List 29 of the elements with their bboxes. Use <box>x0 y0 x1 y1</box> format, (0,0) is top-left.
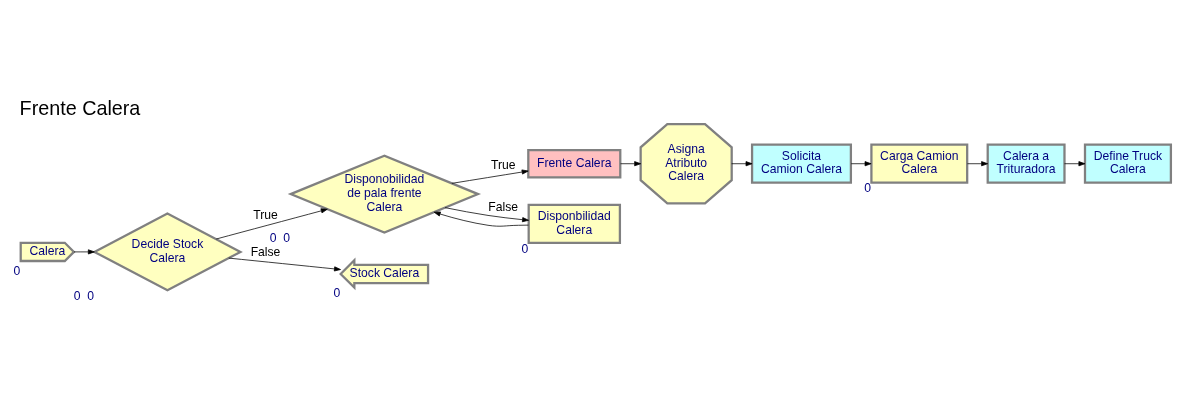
edge-label: False <box>488 200 519 215</box>
node-label: 0 <box>13 264 21 279</box>
node-label: 0 <box>864 181 871 196</box>
arrow <box>228 257 341 272</box>
arrow <box>433 211 529 227</box>
node-box: Carga Camion Calera <box>870 143 969 184</box>
node-label: 0 0 <box>73 289 94 304</box>
edge-label: True <box>490 157 516 172</box>
edge-label: True <box>253 208 278 223</box>
arrow <box>215 208 328 240</box>
arrow <box>444 207 529 223</box>
node-box: Calera a Trituradora <box>986 143 1066 184</box>
arrow <box>731 161 753 167</box>
diagram-title: Frente Calera <box>19 96 141 119</box>
node-diamond: Disponobilidad de pala frente Calera <box>287 154 482 234</box>
node-box: Disponbilidad Calera <box>527 203 622 244</box>
node-label: 0 0 <box>269 231 291 246</box>
arrow <box>1064 161 1086 167</box>
arrow <box>451 169 529 184</box>
arrow <box>73 249 95 255</box>
node-label: 0 <box>333 286 341 301</box>
arrow <box>850 161 872 167</box>
edge-label: False <box>250 245 281 260</box>
arrow <box>620 161 642 167</box>
node-box: Define Truck Calera <box>1083 143 1173 184</box>
arrow <box>967 161 989 167</box>
node-label: 0 <box>521 241 529 256</box>
node-box: Frente Calera <box>527 148 622 179</box>
node-box: Solicita Camion Calera <box>750 143 853 184</box>
